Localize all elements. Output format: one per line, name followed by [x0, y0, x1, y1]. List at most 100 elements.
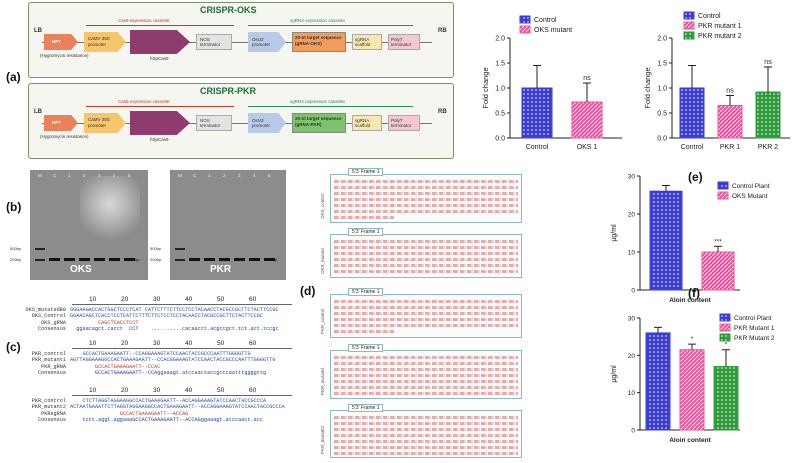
alignment-label: Consensus — [37, 369, 66, 376]
alignment-label: Consensus — [37, 325, 66, 332]
protein-sequence-line — [334, 422, 518, 425]
legend-label: PKR Mutant 2 — [734, 335, 775, 342]
alignment-sequence: ggaacagct.cacct CCT ..........cacaacct.a… — [70, 325, 279, 332]
frame-side-label: PKR_mutant2 — [320, 425, 325, 454]
nos-terminator — [196, 115, 232, 131]
y-tick-label: 2.0 — [657, 36, 667, 43]
ruler-tick: 50 — [217, 387, 225, 394]
protein-sequence-line — [334, 318, 518, 321]
y-tick-label: 2.0 — [495, 36, 505, 43]
hpt-sublabel: (Hygromycin resistance) — [40, 134, 89, 139]
protein-sequence-line — [334, 392, 518, 395]
protein-sequence-line — [334, 240, 518, 243]
y-tick-label: 0.0 — [657, 136, 667, 143]
band-size-label: ~190bp — [264, 257, 278, 262]
osu3-label: OsU3 promoter — [252, 37, 271, 47]
y-tick-label: 1.5 — [657, 61, 667, 68]
marker-band — [35, 248, 45, 250]
cas9-bracket — [86, 106, 234, 107]
sgrna-bracket — [248, 25, 413, 26]
lane-label: 5 — [268, 173, 271, 178]
y-tick-label: 10 — [628, 390, 636, 397]
alignment-label: OKS_mutatedB8 — [25, 307, 66, 313]
ruler-tick: 10 — [89, 340, 97, 347]
ruler-tick: 50 — [217, 340, 225, 347]
gel-name: OKS — [70, 264, 92, 275]
protein-sequence-line — [334, 312, 518, 315]
x-tick-label: PKR 2 — [758, 144, 778, 151]
gel-glare — [80, 176, 140, 246]
protein-sequence-line — [334, 440, 518, 443]
x-axis-label: Aloin content — [669, 297, 711, 304]
lane-label: C — [53, 173, 57, 178]
ruler-tick: 10 — [89, 387, 97, 394]
frame-side-label: PKR_control — [320, 308, 325, 334]
alignment-sequence: GCCACTGAAAGAATT--CCAC — [70, 363, 161, 370]
polyt-terminator — [388, 115, 420, 131]
y-tick-label: 0 — [631, 288, 635, 295]
y-tick-label: 0.5 — [657, 111, 667, 118]
protein-sequence-line — [334, 434, 518, 437]
alignment-sequence: tctt.aggt.aggaaaGCCACTGAAAGAATT--ACCAGgg… — [70, 416, 264, 423]
legend-swatch — [719, 333, 731, 342]
protein-sequence-line — [334, 324, 518, 327]
camv-label: CaMV 35S promoter — [88, 117, 110, 128]
sgrna-scaffold — [352, 34, 382, 50]
gel-image — [170, 170, 286, 280]
osu3-promoter — [248, 113, 286, 133]
bar — [521, 87, 553, 139]
ruler-line — [72, 304, 292, 305]
target-label: 20-nt target sequence (gRNA-PKR) — [295, 116, 342, 127]
protein-sequence-line — [334, 386, 518, 389]
legend-label: Control Plant — [732, 183, 770, 190]
gel-band — [109, 258, 120, 261]
y-tick-label: 20 — [628, 353, 636, 360]
frame-side-label: PKR_mutant1 — [320, 366, 325, 395]
x-axis-label: Aloin content — [669, 437, 711, 444]
legend-swatch — [717, 181, 729, 190]
protein-sequence-line — [334, 258, 518, 261]
protein-sequence-line — [334, 380, 518, 383]
protein-sequence-line — [334, 192, 518, 195]
ruler-tick: 30 — [153, 296, 161, 303]
y-axis-label: µg/ml — [611, 365, 618, 383]
lane-label: 3 — [238, 173, 241, 178]
marker-top-label: 500bp — [10, 246, 22, 251]
panel-label-c: (c) — [6, 340, 21, 354]
protein-sequence-line — [334, 428, 518, 431]
sgrna-cassette-label: sgRNA expression cassette — [290, 99, 346, 104]
cas9-gene — [130, 111, 190, 135]
significance-label: * — [691, 336, 694, 343]
legend-swatch — [519, 15, 531, 24]
lane-label: 4 — [253, 173, 256, 178]
lane-label: M — [38, 173, 42, 178]
protein-sequence-line — [334, 356, 518, 359]
ruler-tick: 40 — [185, 387, 193, 394]
frame-side-label: OKS_mutant — [320, 248, 325, 274]
rb-label: RB — [438, 109, 447, 115]
gel-band — [249, 258, 260, 261]
sgrna-bracket — [248, 106, 413, 107]
ruler-tick: 10 — [89, 296, 97, 303]
ruler-tick: 20 — [121, 387, 129, 394]
protein-sequence-line — [334, 330, 394, 333]
legend-swatch — [683, 11, 695, 20]
ruler-tick: 60 — [249, 387, 257, 394]
legend-swatch — [683, 21, 695, 30]
legend-swatch — [683, 31, 695, 40]
osu3-promoter — [248, 32, 286, 52]
protein-sequence-line — [334, 452, 518, 455]
ruler-tick: 50 — [217, 296, 225, 303]
y-tick-label: 0 — [631, 428, 635, 435]
marker-top-label: 500bp — [150, 246, 162, 251]
alignment-sequence: AGTTAGGAAAGGCCACTGAAAGAATT--CCACGGAAAGTA… — [70, 357, 276, 364]
panel-label-d: (d) — [300, 284, 316, 298]
significance-label: ns — [764, 59, 772, 66]
ruler-tick: 40 — [185, 296, 193, 303]
lane-label: 4 — [113, 173, 116, 178]
legend-label: PKR mutant 1 — [698, 23, 742, 30]
frame-side-label: OKS_control — [320, 193, 325, 219]
